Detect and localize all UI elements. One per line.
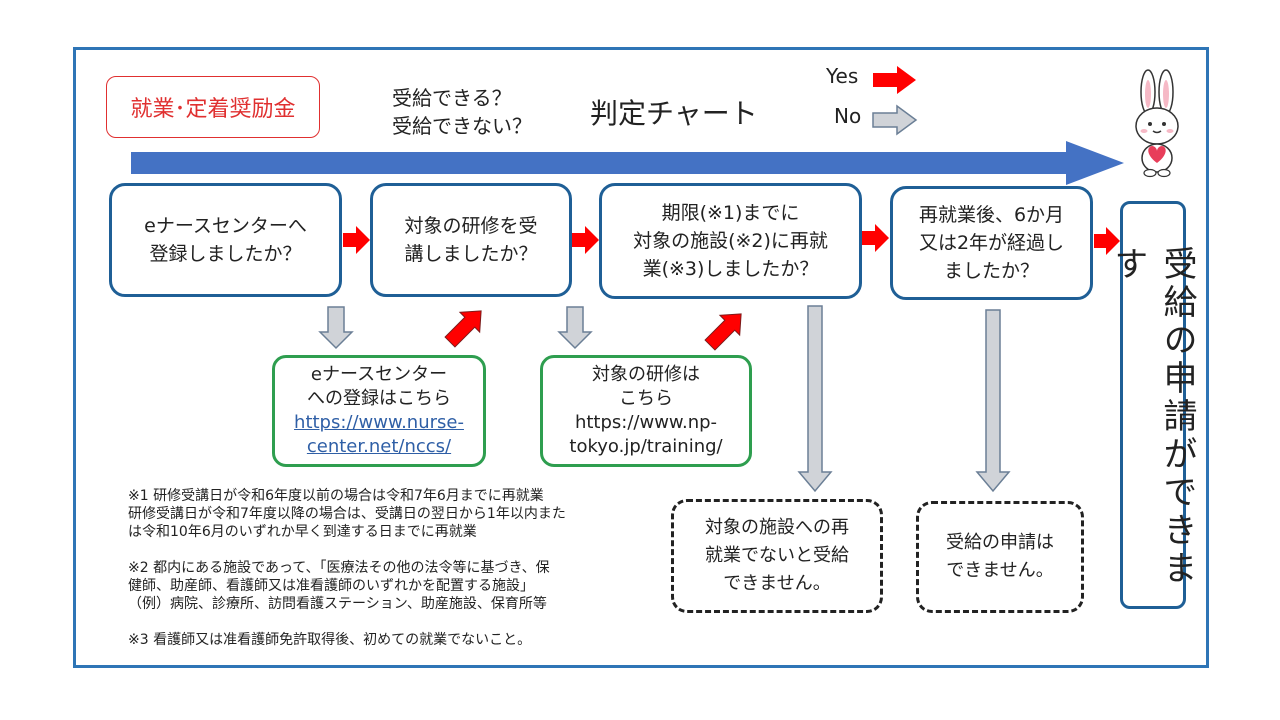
subtitle-line-2: 受給できない？ <box>392 114 532 138</box>
return-arrow-2 <box>704 313 742 351</box>
no-arrow-3 <box>797 305 833 493</box>
step-1-registration: eナースセンターへ 登録しましたか？ <box>109 183 342 297</box>
outcome-cannot-apply: 受給の申請は できません。 <box>916 501 1084 613</box>
step-2-training: 対象の研修を受 講しましたか？ <box>370 183 572 297</box>
footnotes: ※1 研修受講日が令和6年度以前の場合は令和7年6月までに再就業 研修受講日が令… <box>128 487 648 649</box>
return-arrow-1 <box>444 310 482 348</box>
no-arrow-1 <box>318 306 354 350</box>
subtitle: 受給できる？ 受給できない？ <box>392 84 532 140</box>
program-badge: 就業･定着奨励金 <box>106 76 320 138</box>
training-link-label: 対象の研修は こちら <box>592 364 700 409</box>
yes-arrow-3 <box>862 224 889 252</box>
training-url[interactable]: https://www.np- tokyo.jp/training/ <box>569 412 723 457</box>
note-line: は令和10年6月のいずれか早く到達する日までに再就業 <box>128 524 477 540</box>
note-line: ※2 都内にある施設であって、「医療法その他の法令等に基づき、保 <box>128 560 550 576</box>
nurse-center-link-box: eナースセンター への登録はこちら https://www.nurse- cen… <box>272 355 486 467</box>
training-link-box: 対象の研修は こちら https://www.np- tokyo.jp/trai… <box>540 355 752 467</box>
yes-arrow-4 <box>1094 227 1120 255</box>
chart-title: 判定チャート <box>590 97 758 130</box>
yes-arrow-1 <box>343 226 370 254</box>
timeline-arrow <box>131 141 1124 185</box>
step-3-reemployment: 期限(※1)までに 対象の施設(※2)に再就 業(※3)しましたか？ <box>599 183 862 299</box>
legend-yes-label: Yes <box>826 64 859 88</box>
note-line: 健師、助産師、看護師又は准看護師のいずれかを配置する施設」 <box>128 578 534 594</box>
subtitle-line-1: 受給できる？ <box>392 86 512 110</box>
nurse-center-link-label: eナースセンター への登録はこちら <box>307 364 451 409</box>
step-4-duration: 再就業後、6か月 又は2年が経過し ましたか？ <box>890 186 1093 300</box>
no-arrow-2 <box>557 306 593 350</box>
note-line: ※1 研修受講日が令和6年度以前の場合は令和7年6月までに再就業 <box>128 488 544 504</box>
no-arrow-4 <box>975 309 1011 493</box>
yes-arrow-2 <box>572 226 599 254</box>
outcome-not-eligible-facility: 対象の施設への再 就業でないと受給 できません。 <box>671 499 883 613</box>
final-result-box: 受給の申請ができます <box>1108 201 1197 609</box>
final-result-text: 受給の申請ができます <box>1108 246 1197 588</box>
note-line: 研修受講日が令和7年度以降の場合は、受講日の翌日から1年以内また <box>128 506 566 522</box>
rabbit-mascot-icon <box>1135 69 1179 178</box>
legend-no-arrow <box>872 104 918 136</box>
note-line: ※3 看護師又は准看護師免許取得後、初めての就業でないこと。 <box>128 632 532 648</box>
note-line: （例）病院、診療所、訪問看護ステーション、助産施設、保育所等 <box>128 596 547 612</box>
nurse-center-link[interactable]: https://www.nurse- center.net/nccs/ <box>294 412 464 457</box>
legend-no-label: No <box>834 104 862 128</box>
legend-yes-arrow <box>873 66 916 94</box>
chart-frame <box>73 47 1209 668</box>
